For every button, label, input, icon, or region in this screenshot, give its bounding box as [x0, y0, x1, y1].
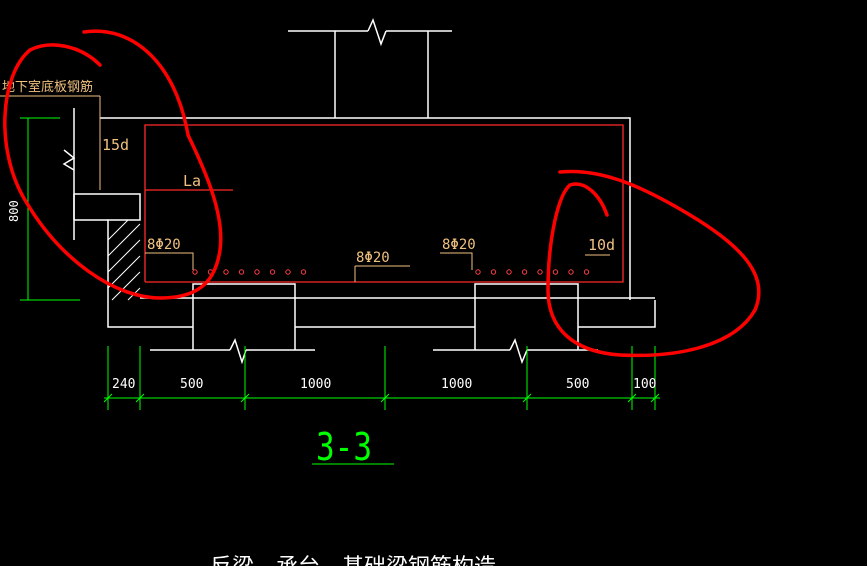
dimension-values: 240 500 1000 1000 500 100 — [112, 377, 656, 392]
rebar-dot — [223, 269, 229, 275]
rebar-dot — [254, 269, 260, 275]
rebar-left-label: 8Φ20 — [147, 237, 181, 253]
annotation-leaders — [0, 95, 610, 282]
rebar-dot — [300, 269, 307, 275]
rebar-dot — [475, 269, 481, 275]
section-title: 3-3 — [316, 425, 372, 469]
anchor-15d-label: 15d — [102, 136, 129, 154]
rebar-mid-label: 8Φ20 — [356, 250, 390, 266]
rebar-dot-group — [192, 269, 590, 275]
rebar-dot — [285, 269, 291, 275]
rebar-dot — [506, 269, 512, 275]
bottom-cut-text: 反梁、承台、基础梁钢筋构造 — [210, 555, 496, 566]
dimension-value: 100 — [633, 377, 656, 392]
markup-circle-left — [3, 29, 223, 300]
rebar-dot — [537, 269, 543, 275]
dimension-value: 1000 — [300, 377, 331, 392]
rebar-dot — [490, 269, 497, 275]
anchor-10d-label: 10d — [588, 236, 615, 254]
rebar-dot — [269, 269, 276, 275]
rebar-dot — [552, 269, 559, 275]
dimension-value: 240 — [112, 377, 135, 392]
dimension-lines — [20, 117, 660, 465]
markup-circle-right — [546, 169, 761, 358]
structure-lines — [62, 17, 656, 365]
rebar-right-label: 8Φ20 — [442, 237, 476, 253]
height-dimension-label: 800 — [7, 200, 21, 222]
rebar-dot — [568, 269, 574, 275]
dimension-value: 500 — [566, 377, 589, 392]
dimension-value: 500 — [180, 377, 203, 392]
rebar-dot — [238, 269, 245, 275]
dimension-value: 1000 — [441, 377, 472, 392]
markup-annotations — [3, 29, 761, 358]
anchor-la-label: La — [183, 172, 201, 190]
rebar-dot — [192, 269, 198, 275]
rebar-lines — [144, 124, 624, 283]
rebar-dot — [583, 269, 590, 275]
rebar-dot — [521, 269, 528, 275]
hatch-pattern — [107, 219, 141, 301]
basement-slab-rebar-label: 地下室底板钢筋 — [2, 79, 93, 95]
